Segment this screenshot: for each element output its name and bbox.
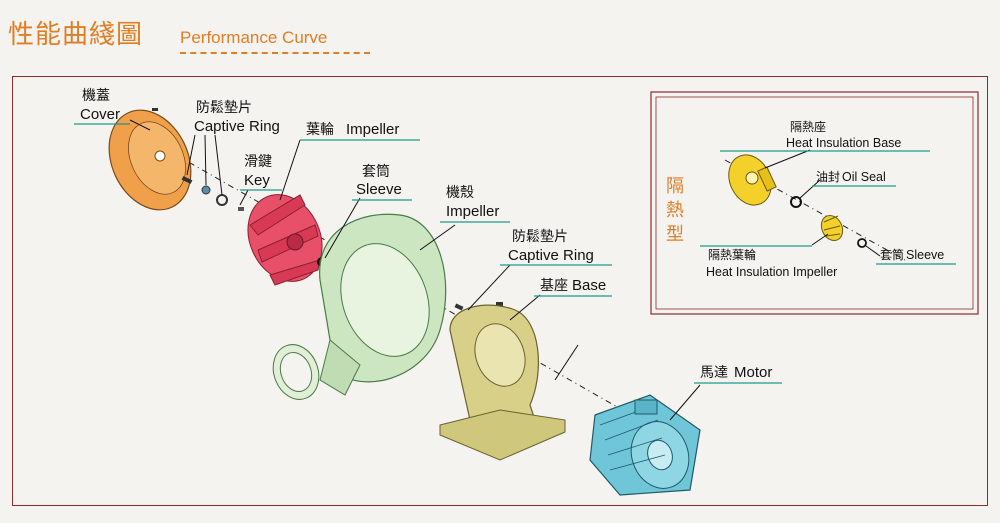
svg-text:機蓋: 機蓋: [82, 88, 110, 104]
inset-label-heat-base: 隔熱座 Heat Insulation Base: [720, 119, 930, 152]
label-base: 基座 Base: [534, 277, 612, 297]
label-cover: 機蓋 Cover: [74, 88, 130, 125]
label-captive-ring-2: 防鬆墊片 Captive Ring: [500, 229, 612, 266]
page-title-zh: 性能曲綫圖: [8, 20, 144, 50]
svg-text:隔熱座: 隔熱座: [790, 119, 826, 134]
inset-label-sleeve: 套筒 Sleeve: [876, 247, 956, 265]
svg-text:套筒: 套筒: [880, 247, 904, 262]
svg-text:套筒: 套筒: [362, 163, 390, 180]
label-housing: 機殼 Impeller: [440, 185, 510, 223]
diagram-frame: [12, 76, 988, 506]
svg-text:馬達: 馬達: [700, 365, 728, 381]
svg-text:機殼: 機殼: [446, 185, 474, 201]
leader-lines: [129, 119, 701, 421]
svg-text:防鬆墊片: 防鬆墊片: [196, 100, 252, 116]
inset-label-heat-impeller: 隔熱葉輪 Heat Insulation Impeller: [700, 245, 837, 279]
inset-title-char-3: 型: [666, 224, 684, 245]
heat-insulation-impeller-part: [820, 214, 844, 242]
inset-sleeve-ring: [857, 238, 867, 248]
cover-part: [108, 108, 192, 211]
svg-text:Heat Insulation Impeller: Heat Insulation Impeller: [706, 265, 837, 279]
inset-label-oil-seal: 油封 Oil Seal: [812, 170, 896, 187]
svg-text:Heat Insulation Base: Heat Insulation Base: [786, 136, 901, 150]
svg-text:Impeller: Impeller: [446, 203, 499, 220]
svg-text:Cover: Cover: [80, 106, 120, 123]
title-underline: [180, 52, 370, 54]
svg-text:滑鍵: 滑鍵: [244, 153, 272, 170]
svg-text:Captive Ring: Captive Ring: [194, 118, 280, 135]
page-title-en: Performance Curve: [180, 28, 328, 47]
svg-text:Sleeve: Sleeve: [906, 248, 944, 262]
label-impeller-blade: 葉輪 Impeller: [300, 121, 420, 141]
inset-title-char-2: 熱: [666, 200, 684, 221]
assembly-axis: [149, 139, 641, 421]
svg-text:防鬆墊片: 防鬆墊片: [512, 229, 568, 245]
svg-text:Key: Key: [244, 172, 270, 189]
label-sleeve: 套筒 Sleeve: [352, 163, 412, 201]
captive-ring-parts-1: [181, 176, 244, 211]
label-captive-ring-1: 防鬆墊片 Captive Ring: [194, 100, 280, 135]
label-motor: 馬達 Motor: [694, 364, 782, 384]
label-key: 滑鍵 Key: [240, 153, 282, 191]
heat-insulation-base-part: [728, 154, 777, 206]
svg-text:Oil Seal: Oil Seal: [842, 170, 886, 184]
base-part: [439, 304, 566, 461]
oil-seal-ring: [790, 196, 802, 208]
svg-text:Captive Ring: Captive Ring: [508, 247, 594, 264]
svg-text:基座: 基座: [540, 277, 568, 294]
motor-part: [589, 394, 701, 496]
svg-text:Impeller: Impeller: [346, 121, 399, 138]
svg-text:Base: Base: [572, 277, 606, 294]
inset-title-char-1: 隔: [666, 176, 684, 197]
impeller-part: [247, 194, 323, 286]
svg-text:葉輪: 葉輪: [306, 121, 334, 138]
housing-part: [272, 213, 447, 400]
svg-text:油封: 油封: [816, 170, 840, 184]
svg-text:Motor: Motor: [734, 364, 772, 381]
heat-insulation-inset: 隔 熱 型 隔熱座 Heat Insulation Base 油封 Oil Se…: [650, 91, 979, 315]
svg-text:隔熱葉輪: 隔熱葉輪: [708, 247, 756, 262]
svg-text:Sleeve: Sleeve: [356, 181, 402, 198]
